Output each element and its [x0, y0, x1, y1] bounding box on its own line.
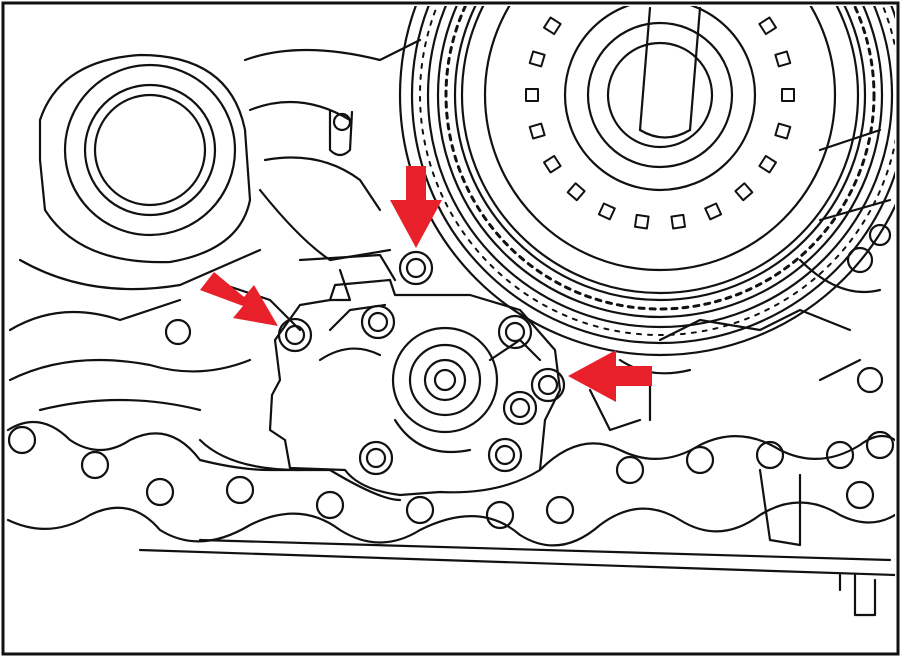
flange-bolt-hole: [685, 445, 715, 475]
flange-bolt-hole: [545, 495, 575, 525]
flange-bolt-hole: [825, 440, 855, 470]
gear-hole: [543, 154, 562, 174]
gear-holes: [525, 16, 795, 230]
flange-bolt-hole: [405, 495, 435, 525]
bolt-left: [277, 317, 313, 353]
gear-hole: [774, 50, 792, 68]
arrow-top: [390, 166, 442, 248]
gear-hole: [734, 182, 754, 202]
bolt-top: [398, 250, 434, 286]
flange-bolt-hole: [145, 477, 175, 507]
gear-hole: [704, 202, 723, 221]
flange-bolt-hole: [755, 440, 785, 470]
bolt: [497, 314, 533, 350]
gear-hole: [774, 122, 792, 140]
gear-hole: [633, 213, 650, 230]
flange-bolt-hole: [225, 475, 255, 505]
pump-bolts: [277, 250, 566, 476]
arrow-right: [568, 350, 652, 402]
flange-bolt-hole: [615, 455, 645, 485]
gear-hole: [528, 122, 546, 140]
gear-hole: [597, 202, 616, 221]
upper-left-port: [18, 53, 262, 291]
gear-hole: [758, 16, 777, 36]
gear-hole: [566, 182, 586, 202]
flange-holes: [7, 425, 895, 530]
gear-hole: [758, 154, 777, 174]
arrow-left: [200, 272, 278, 326]
flange-bolt-hole: [80, 450, 110, 480]
bottom-flange: [6, 420, 895, 617]
gear-hole: [528, 50, 546, 68]
gear-hole: [670, 213, 687, 230]
gear-hole: [781, 88, 795, 102]
flange-bolt-hole: [315, 490, 345, 520]
flange-bolt-hole: [485, 500, 515, 530]
gear-hole: [543, 16, 562, 36]
bolt: [487, 437, 523, 473]
bolt-right: [530, 367, 566, 403]
bolt: [358, 440, 394, 476]
gear-hole: [525, 88, 539, 102]
flange-bolt-hole: [7, 425, 37, 455]
gear-assembly: [398, 6, 895, 357]
flange-bolt-hole: [845, 480, 875, 510]
bolt: [360, 304, 396, 340]
flange-bolt-hole: [865, 430, 895, 460]
